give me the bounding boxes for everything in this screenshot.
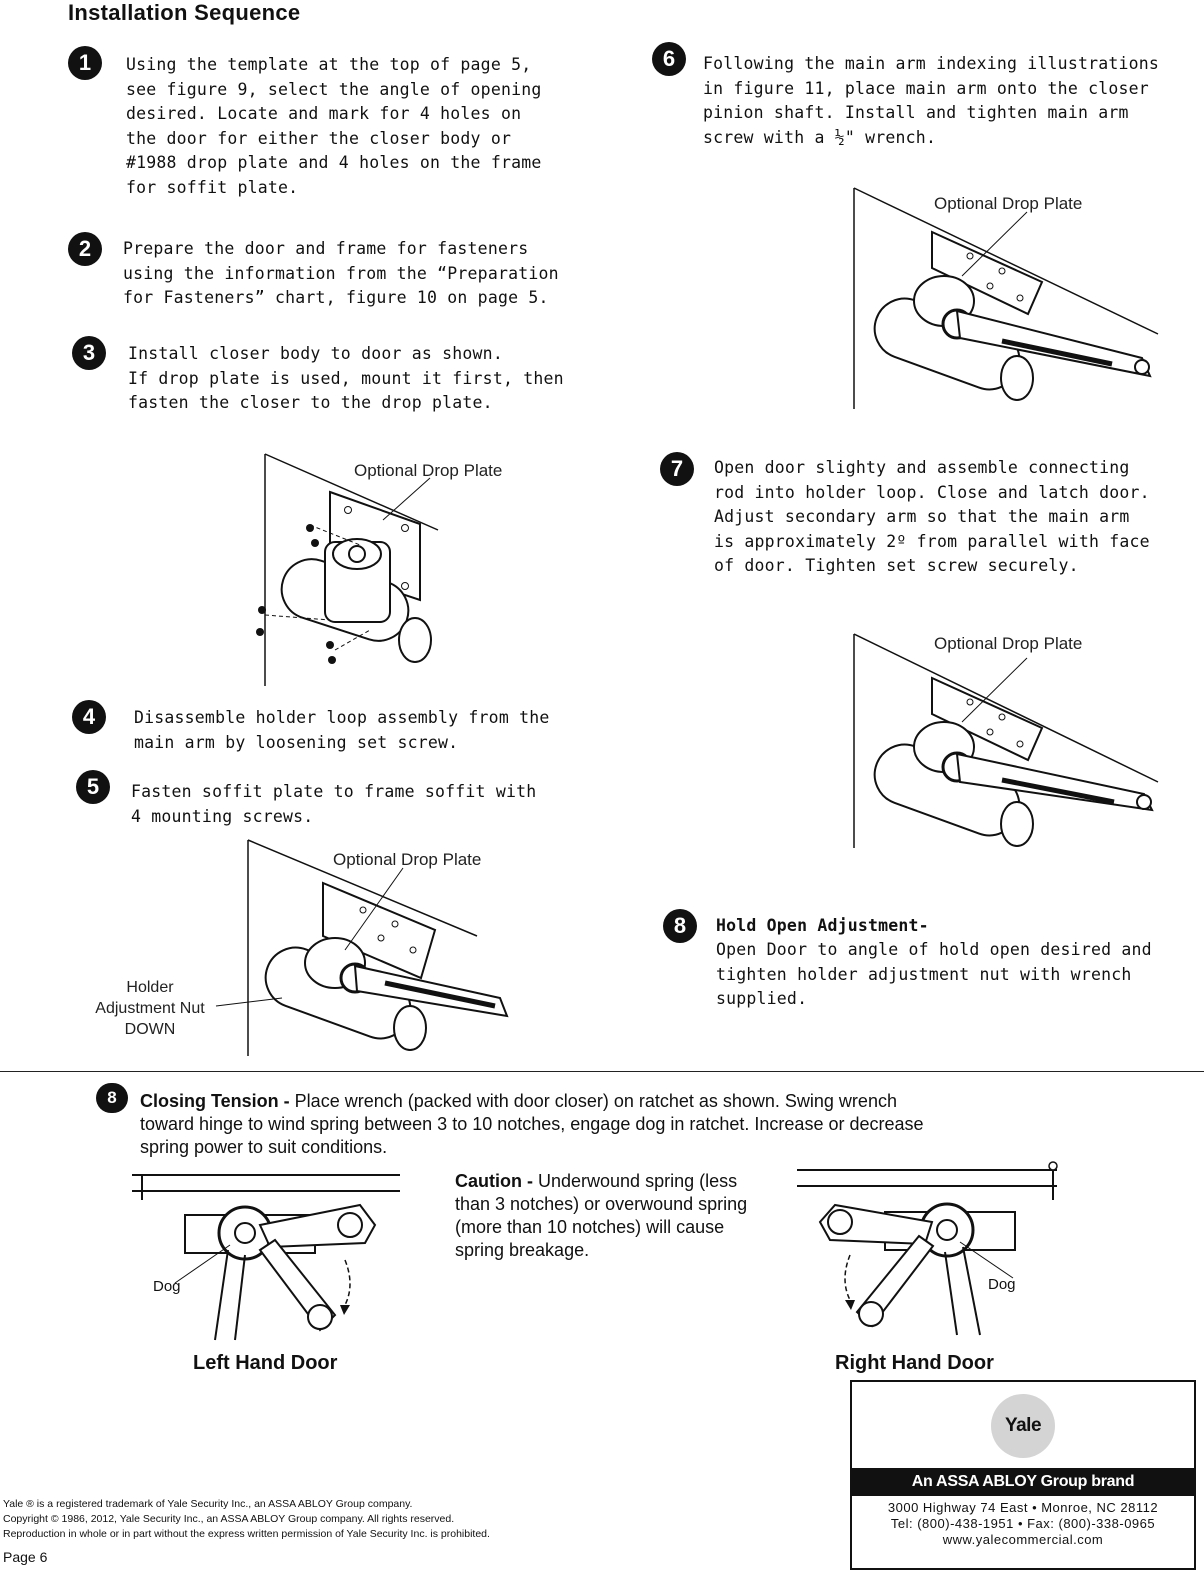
step-8-text: Open Door to angle of hold open desired … xyxy=(716,940,1152,1008)
closing-tension-text: Closing Tension - Place wrench (packed w… xyxy=(140,1090,930,1159)
section-divider xyxy=(0,1071,1204,1072)
step-6-badge: 6 xyxy=(652,42,686,76)
closing-tension-body: Place wrench (packed with door closer) o… xyxy=(140,1091,924,1157)
phone-line: Tel: (800)-438-1951 • Fax: (800)-338-096… xyxy=(890,1516,1156,1531)
caution-text: Caution - Underwound spring (less than 3… xyxy=(455,1170,755,1262)
step-5-text: Fasten soffit plate to frame soffit with… xyxy=(131,782,537,826)
step-4-text: Disassemble holder loop assembly from th… xyxy=(134,708,550,752)
right-hand-door-label: Right Hand Door xyxy=(835,1352,994,1374)
step-4-badge: 4 xyxy=(72,700,106,734)
brand-box: Yale An ASSA ABLOY Group brand 3000 High… xyxy=(850,1380,1196,1570)
dog-label-left: Dog xyxy=(153,1278,181,1295)
step-1-badge: 1 xyxy=(68,46,102,80)
step-5-badge: 5 xyxy=(76,770,110,804)
closing-tension-badge: 8 xyxy=(96,1083,128,1113)
left-hand-door-label: Left Hand Door xyxy=(193,1352,338,1374)
page-title: Installation Sequence xyxy=(68,0,301,25)
callout-drop-plate-step3: Optional Drop Plate xyxy=(354,461,503,480)
step-3-text: Install closer body to door as shown. If… xyxy=(128,344,564,412)
page-number: Page 6 xyxy=(3,1549,48,1565)
callout-drop-plate-step7: Optional Drop Plate xyxy=(934,634,1083,653)
caution-body: Underwound spring (less than 3 notches) … xyxy=(455,1171,748,1260)
figure-soffit-plate xyxy=(247,839,509,1056)
address-line: 3000 Highway 74 East • Monroe, NC 28112 xyxy=(887,1500,1159,1515)
step-8-badge: 8 xyxy=(663,909,697,943)
copyright-line: Copyright © 1986, 2012, Yale Security In… xyxy=(3,1513,455,1525)
trademark-line: Yale ® is a registered trademark of Yale… xyxy=(3,1498,413,1510)
callout-drop-plate-step6: Optional Drop Plate xyxy=(934,194,1083,213)
website-line: www.yalecommercial.com xyxy=(942,1532,1104,1547)
dog-label-right: Dog xyxy=(988,1276,1016,1293)
step-1-text: Using the template at the top of page 5,… xyxy=(126,55,542,197)
yale-logo: Yale xyxy=(991,1394,1055,1458)
step-3-badge: 3 xyxy=(72,336,106,370)
contact-info: 3000 Highway 74 East • Monroe, NC 28112 … xyxy=(852,1500,1194,1548)
step-8-heading: Hold Open Adjustment- xyxy=(716,916,929,935)
step-2-text: Prepare the door and frame for fasteners… xyxy=(123,239,559,307)
figure-right-hand-wrench xyxy=(797,1161,1058,1336)
holder-leader-line xyxy=(215,997,283,1007)
step-7-badge: 7 xyxy=(660,452,694,486)
step-6-text: Following the main arm indexing illustra… xyxy=(703,54,1160,147)
closing-tension-heading: Closing Tension - xyxy=(140,1091,290,1111)
callout-drop-plate-step5: Optional Drop Plate xyxy=(333,850,482,869)
callout-holder-adjustment-nut: Holder Adjustment Nut DOWN xyxy=(95,979,205,1038)
figure-left-hand-wrench xyxy=(132,1174,400,1341)
figure-connecting-rod xyxy=(853,633,1159,848)
step-2-badge: 2 xyxy=(68,232,102,266)
step-7-text: Open door slighty and assemble connectin… xyxy=(714,458,1150,575)
figure-closer-body-mount xyxy=(256,453,439,686)
caution-heading: Caution - xyxy=(455,1171,533,1191)
legal-notice: Yale ® is a registered trademark of Yale… xyxy=(3,1497,490,1542)
reproduction-line: Reproduction in whole or in part without… xyxy=(3,1528,490,1540)
assa-abloy-bar: An ASSA ABLOY Group brand xyxy=(852,1468,1194,1496)
figure-main-arm xyxy=(853,187,1159,409)
